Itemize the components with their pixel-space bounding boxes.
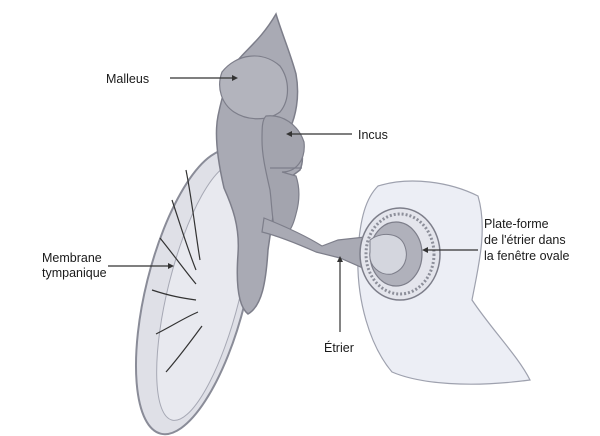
stapes-footplate xyxy=(360,208,440,300)
label-incus: Incus xyxy=(358,128,388,142)
label-platform-line1: Plate-forme xyxy=(484,217,549,231)
malleus-head xyxy=(220,56,288,119)
label-membrane-line1: Membrane xyxy=(42,251,102,265)
label-platform-line3: la fenêtre ovale xyxy=(484,249,570,263)
label-membrane-line2: tympanique xyxy=(42,266,107,280)
label-stapes: Étrier xyxy=(324,340,354,355)
label-platform-line2: de l'étrier dans xyxy=(484,233,566,247)
label-malleus: Malleus xyxy=(106,72,149,86)
